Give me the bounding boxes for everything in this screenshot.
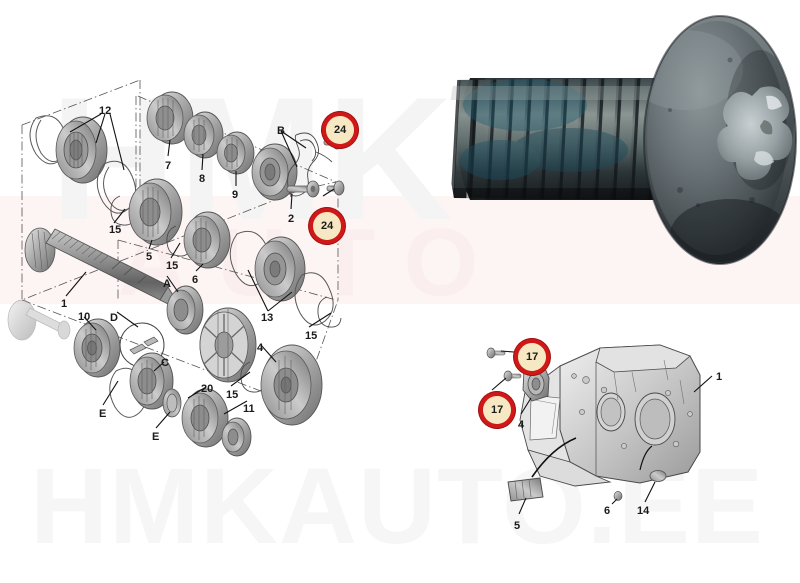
housing-label-5: 5 [514,520,521,532]
part-label-15: 15 [109,224,122,236]
part-label-7: 7 [165,160,172,172]
part-label-1: 1 [61,298,68,310]
pan-head-screw-photo [450,15,797,265]
part-label-10: 10 [78,311,91,323]
part-label-e: E [99,408,107,420]
part-label-15: 15 [226,389,239,401]
part-label-a: A [163,278,171,290]
part-label-5: 5 [146,251,153,263]
housing-label-4: 4 [518,419,525,431]
callout-badge-label: 24 [333,124,347,136]
housing-label-1: 1 [716,371,723,383]
housing-label-14: 14 [637,505,650,517]
part-label-6: 6 [192,274,199,286]
part-label-c: C [161,357,169,369]
housing-label-6: 6 [604,505,611,517]
callout-badge-label: 17 [490,404,504,416]
part-label-15: 15 [305,330,318,342]
part-label-20: 20 [201,383,214,395]
part-label-15: 15 [166,260,179,272]
part-label-9: 9 [232,189,239,201]
part-label-e: E [152,431,160,443]
part-label-13: 13 [261,312,274,324]
part-label-2: 2 [288,213,295,225]
part-label-12: 12 [99,105,112,117]
part-label-b: B [277,125,285,137]
callout-badge-label: 17 [525,351,539,363]
part-label-8: 8 [199,173,206,185]
part-label-4: 4 [257,342,264,354]
part-label-11: 11 [243,403,255,415]
part-label-d: D [110,312,118,324]
callout-badge-label: 24 [320,220,334,232]
